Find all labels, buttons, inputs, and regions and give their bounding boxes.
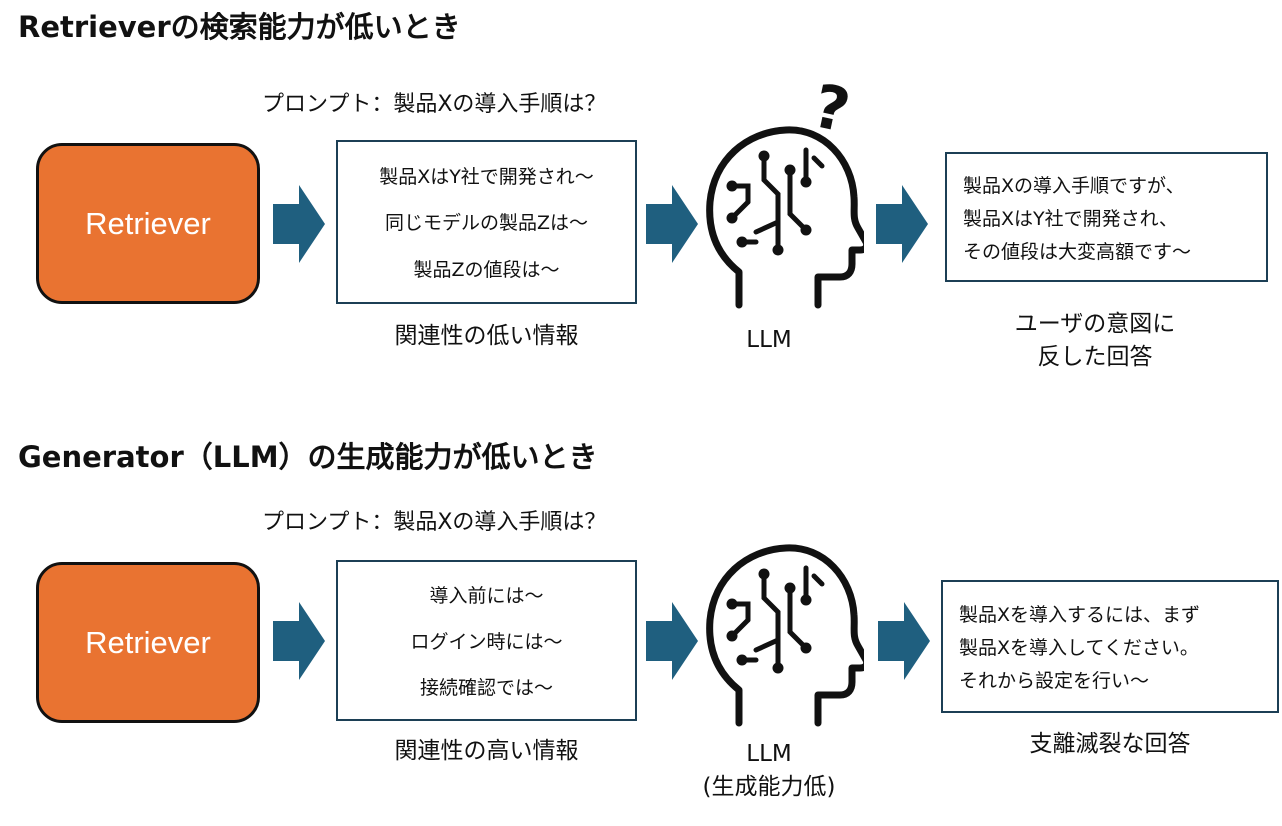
section1-arrow-1-icon	[273, 185, 325, 263]
section1-context-caption: 関連性の低い情報	[394, 323, 579, 349]
section2-title: Generator（LLM）の生成能力が低いとき	[18, 440, 598, 474]
section1-retriever-block: Retriever	[36, 143, 260, 304]
section2-answer-line-3: それから設定を行い～	[959, 670, 1150, 692]
section1-context-line-3: 製品Zの値段は～	[413, 259, 560, 282]
section1-prompt: プロンプト：製品Xの導入手順は？	[262, 92, 607, 117]
section2-answer-line-2: 製品Xを導入してください。	[959, 637, 1199, 659]
section2-llm-caption: LLM (生成能力低)	[684, 738, 854, 803]
section2-answer-line-1: 製品Xを導入するには、まず	[959, 604, 1201, 626]
section2-answer-box: 製品Xを導入するには、まず 製品Xを導入してください。 それから設定を行い～	[941, 580, 1279, 713]
section1-title: Retrieverの検索能力が低いとき	[18, 10, 461, 44]
section2-context-box: 導入前には～ ログイン時には～ 接続確認では～	[336, 560, 637, 721]
section2-answer-caption: 支離滅裂な回答	[1029, 731, 1191, 757]
section1-answer-caption-line-2: 反した回答	[1037, 343, 1153, 370]
section2-context-caption: 関連性の高い情報	[394, 738, 579, 764]
section2-context-line-2: ログイン時には～	[410, 630, 563, 653]
section2-retriever-block: Retriever	[36, 562, 260, 723]
section2-arrow-3-icon	[878, 602, 930, 680]
section1-llm-caption: LLM	[746, 327, 792, 353]
section1-arrow-2-icon	[646, 185, 698, 263]
section1-answer-line-1: 製品Xの導入手順ですが、	[963, 174, 1185, 197]
section1-answer-box: 製品Xの導入手順ですが、 製品XはY社で開発され、 その値段は大変高額です～	[945, 152, 1268, 282]
section1-answer-line-3: その値段は大変高額です～	[963, 240, 1192, 263]
section2-llm-caption-line-1: LLM	[746, 741, 792, 767]
section2-llm-brain-icon	[706, 544, 864, 727]
section2-context-line-1: 導入前には～	[429, 585, 544, 608]
section2-prompt: プロンプト：製品Xの導入手順は？	[262, 510, 607, 535]
section1-retriever-label: Retriever	[85, 205, 211, 241]
section2-arrow-1-icon	[273, 602, 325, 680]
section1-answer-caption-line-1: ユーザの意図に	[1014, 311, 1176, 337]
section2-retriever-label: Retriever	[85, 624, 211, 660]
section1-answer-line-2: 製品XはY社で開発され、	[963, 207, 1178, 230]
section1-context-box: 製品XはY社で開発され～ 同じモデルの製品Zは～ 製品Zの値段は～	[336, 140, 637, 304]
section1-context-line-1: 製品XはY社で開発され～	[379, 165, 594, 188]
section2-llm-caption-line-2: (生成能力低)	[702, 773, 836, 800]
section1-context-line-2: 同じモデルの製品Zは～	[384, 212, 589, 235]
section1-llm-brain-icon	[706, 126, 864, 309]
section2-context-line-3: 接続確認では～	[419, 676, 553, 699]
section2-arrow-2-icon	[646, 602, 698, 680]
section1-arrow-3-icon	[876, 185, 928, 263]
section1-answer-caption: ユーザの意図に 反した回答	[945, 308, 1245, 373]
